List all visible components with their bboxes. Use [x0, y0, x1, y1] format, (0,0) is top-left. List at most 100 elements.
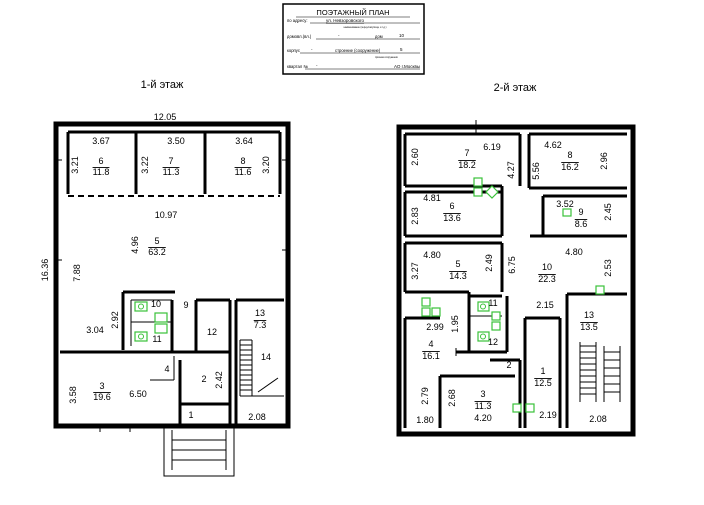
f2-dim-2-15: 2.15 — [536, 300, 554, 310]
room-7-width: 3.50 — [167, 136, 185, 146]
f2-room-7-height-2: 4.27 — [506, 161, 516, 179]
f2-room-5-number: 5 — [455, 259, 460, 269]
room-7-number: 7 — [168, 156, 173, 166]
f2-room-12-number: 12 — [488, 337, 498, 347]
room-4-number: 4 — [164, 364, 169, 374]
f2-stair-width: 2.08 — [589, 414, 607, 424]
stamp-address-label: по адресу: — [287, 18, 308, 23]
room-9-number: 9 — [183, 300, 188, 310]
stamp-house-value: - — [338, 33, 340, 38]
f2-dim-2-79: 2.79 — [420, 387, 430, 405]
room-12-number: 12 — [207, 327, 217, 337]
f2-room-3-number: 3 — [480, 389, 485, 399]
stamp-street-note: наименование (переулок/улица, и т.д.) — [344, 26, 387, 29]
floor-2-fixtures — [421, 177, 605, 413]
floor-1-entrance-porch — [163, 425, 235, 477]
f2-room-10-height: 6.75 — [507, 256, 517, 274]
room-8-number: 8 — [240, 156, 245, 166]
f2-dim-1-95: 1.95 — [450, 315, 460, 333]
stamp-stroenie-value: 5 — [400, 47, 403, 52]
f2-room-3-width: 4.20 — [474, 413, 492, 423]
room-7-height: 3.22 — [140, 156, 150, 174]
stamp-korpus-label: корпус — [287, 48, 300, 53]
room-3-area: 19.6 — [93, 392, 111, 402]
floor-2-outer-walls — [396, 124, 636, 437]
room-1-number: 1 — [188, 410, 193, 420]
room-6-number: 6 — [98, 156, 103, 166]
f2-room-9-width: 3.52 — [556, 199, 574, 209]
title-stamp: ПОЭТАЖНЫЙ ПЛАН по адресу: ул. Невзоровск… — [282, 3, 425, 75]
room-8-area: 11.6 — [235, 167, 252, 177]
room-5-height: 7.88 — [72, 264, 82, 282]
room-3-number: 3 — [99, 381, 104, 391]
f2-dim-2-68: 2.68 — [447, 389, 457, 407]
room-3-height: 3.58 — [68, 386, 78, 404]
f2-room-9-area: 8.6 — [575, 219, 588, 229]
floor-1-width-total: 12.05 — [154, 112, 177, 122]
f2-dim-2-99: 2.99 — [426, 322, 444, 332]
room-5-number: 5 — [154, 236, 159, 246]
room-3-width: 6.50 — [129, 389, 147, 399]
room-2-number: 2 — [201, 374, 206, 384]
f2-room-10-number: 10 — [542, 262, 552, 272]
dim-2-92: 2.92 — [110, 311, 120, 329]
f2-room-9-height: 2.45 — [603, 203, 613, 221]
room-2-height: 2.42 — [214, 371, 224, 389]
stamp-kvartal-label: квартал № — [287, 64, 308, 69]
f2-room-7-area: 18.2 — [458, 160, 476, 170]
floor-1-plan: 1-й этаж — [40, 79, 291, 477]
f2-room-7-number: 7 — [464, 148, 469, 158]
room-6-width: 3.67 — [92, 136, 110, 146]
f2-room-9-number: 9 — [578, 207, 583, 217]
room-8-height: 3.20 — [261, 156, 271, 174]
dim-3-04: 3.04 — [86, 325, 104, 335]
f2-room-10-height-2: 2.53 — [603, 259, 613, 277]
f2-room-6-width: 4.81 — [423, 193, 441, 203]
stamp-org: АО г.Москвы — [394, 64, 420, 69]
floor-1-height-total: 16.36 — [40, 259, 50, 282]
stamp-street: ул. Невзоровского — [326, 18, 365, 23]
f2-room-4-number: 4 — [428, 339, 433, 349]
f2-room-10-area: 22.3 — [538, 274, 556, 284]
floor-2-top-width: 6.19 — [483, 142, 501, 152]
floor-2-plan: 2-й этаж — [396, 82, 636, 437]
room-13-area: 7.3 — [254, 320, 267, 330]
floor-2-stairs — [579, 342, 621, 402]
f2-room-13-area: 13.5 — [580, 322, 598, 332]
floor-1-stair-width: 2.08 — [248, 412, 266, 422]
f2-room-1-number: 1 — [540, 366, 545, 376]
f2-room-7-height: 2.60 — [410, 148, 420, 166]
f2-room-1-area: 12.5 — [534, 378, 552, 388]
f2-room-6-area: 13.6 — [443, 213, 461, 223]
stamp-title: ПОЭТАЖНЫЙ ПЛАН — [316, 8, 389, 17]
f2-room-11-number: 11 — [488, 298, 497, 308]
stamp-stroenie-note: признак сооружения — [375, 56, 398, 59]
floor-1-stairs — [239, 339, 284, 397]
room-11-number: 11 — [152, 334, 161, 344]
floor-1-toilet-fixtures — [134, 301, 168, 342]
stamp-korpus-value: - — [311, 47, 313, 52]
room-14-number: 14 — [261, 352, 271, 362]
stamp-dom-value: 10 — [399, 33, 405, 38]
floor-2-title: 2-й этаж — [494, 82, 537, 94]
f2-room-10-width: 4.80 — [565, 247, 583, 257]
room-10-number: 10 — [151, 299, 161, 309]
f2-room-6-height: 2.83 — [410, 207, 420, 225]
f2-room-8-number: 8 — [567, 150, 572, 160]
stamp-kvartal-value: - — [316, 63, 318, 68]
f2-room-13-number: 13 — [584, 310, 594, 320]
room-13-number: 13 — [255, 308, 265, 318]
f2-room-8-height: 5.56 — [531, 162, 541, 180]
stamp-dom-label: дом — [375, 34, 383, 39]
room-5-height-2: 4.96 — [130, 236, 140, 254]
f2-room-8-area: 16.2 — [561, 162, 579, 172]
f2-room-1-width: 2.19 — [539, 410, 557, 420]
room-7-area: 11.3 — [163, 167, 180, 177]
f2-room-6-number: 6 — [449, 201, 454, 211]
room-6-height: 3.21 — [70, 156, 80, 174]
room-5-area: 63.2 — [148, 247, 166, 257]
f2-room-8-height-2: 2.96 — [599, 152, 609, 170]
f2-room-5-width: 4.80 — [423, 250, 441, 260]
f2-room-4-area: 16.1 — [422, 351, 440, 361]
